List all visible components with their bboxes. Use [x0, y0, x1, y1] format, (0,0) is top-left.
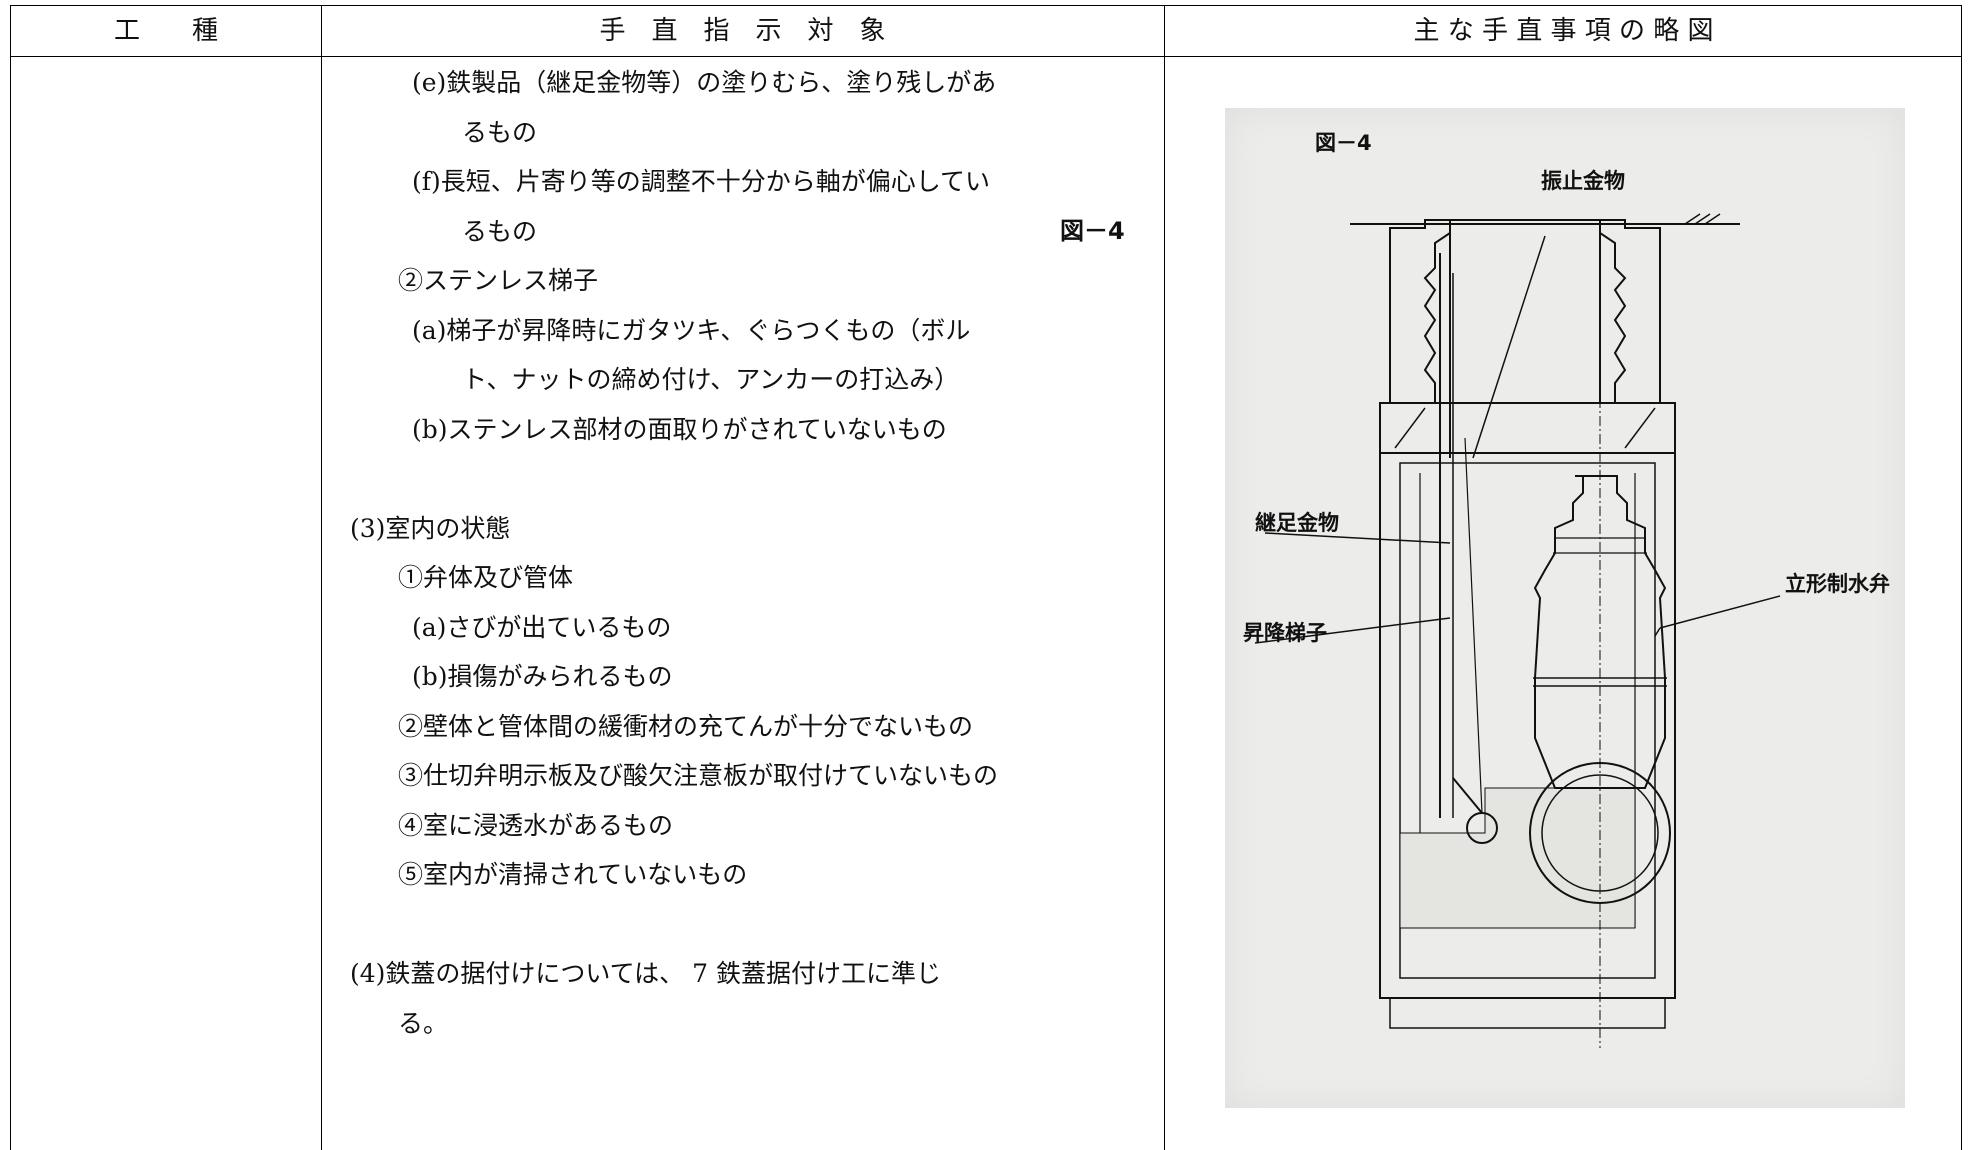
- label-anti-vibration-fitting: 振止金物: [1541, 169, 1625, 193]
- header-sketch: 主 な 手 直 事 項 の 略 図: [1413, 16, 1714, 46]
- list-item: ①弁体及び管体: [398, 563, 574, 592]
- label-vertical-gate-valve: 立形制水弁: [1785, 572, 1890, 596]
- list-item: ト、ナットの締め付け、アンカーの打込み）: [462, 365, 960, 394]
- sketch-drawing: 図－4 振止金物 継足金物 昇降梯子 立形制水弁: [1243, 131, 1890, 1048]
- figure-reference: 図－4: [1060, 216, 1125, 245]
- list-item: ⑤室内が清掃されていないもの: [398, 860, 748, 889]
- column-divider-2: [1164, 6, 1165, 1150]
- header-work-type: 工 種: [113, 16, 218, 46]
- list-item: る。: [398, 1008, 449, 1038]
- label-access-ladder: 昇降梯子: [1243, 621, 1327, 645]
- collar-right: [1599, 219, 1661, 404]
- page-table: 工 種 手 直 指 示 対 象 主 な 手 直 事 項 の 略 図: [10, 5, 1962, 1150]
- footing: [1389, 997, 1666, 1029]
- list-item: ④室に浸透水があるもの: [398, 810, 674, 840]
- list-item: (b)損傷がみられるもの: [412, 662, 673, 691]
- list-item: [350, 454, 1150, 504]
- list-item: (e)鉄製品（継足金物等）の塗りむら、塗り残しがあ: [412, 68, 997, 97]
- collar-left: [1389, 219, 1451, 404]
- list-item: ②壁体と管体間の緩衝材の充てんが十分でないもの: [398, 711, 974, 741]
- list-item: (f)長短、片寄り等の調整不十分から軸が偏心してい: [412, 167, 991, 196]
- list-item: [350, 900, 1150, 950]
- list-item: ③仕切弁明示板及び酸欠注意板が取付けていないもの: [398, 761, 999, 790]
- column-divider-1: [321, 6, 322, 1150]
- list-item-text: るもの: [462, 216, 538, 246]
- list-item: るもの 図－4: [350, 207, 1150, 257]
- header-divider: [11, 56, 1961, 57]
- list-item: ②ステンレス梯子: [398, 266, 599, 295]
- list-item: るもの: [462, 117, 538, 147]
- list-item: (3)室内の状態: [350, 513, 511, 543]
- label-extension-fitting: 継足金物: [1255, 511, 1339, 535]
- valve-chamber-sketch: 図－4 振止金物 継足金物 昇降梯子 立形制水弁: [1225, 108, 1905, 1108]
- valve-body: [1533, 475, 1667, 789]
- list-item: (4)鉄蓋の据付けについては、 7 鉄蓋据付け工に準じ: [350, 959, 941, 988]
- list-item: (a)さびが出ているもの: [412, 612, 672, 642]
- list-item: (b)ステンレス部材の面取りがされていないもの: [412, 414, 947, 444]
- figure-title: 図－4: [1315, 131, 1372, 155]
- header-correction-target: 手 直 指 示 対 象: [599, 16, 886, 46]
- top-slab: [1379, 402, 1676, 454]
- correction-list: (e)鉄製品（継足金物等）の塗りむら、塗り残しがあ るもの (f)長短、片寄り等…: [350, 58, 1150, 1048]
- list-item: (a)梯子が昇降時にガタツキ、ぐらつくもの（ボル: [412, 315, 971, 345]
